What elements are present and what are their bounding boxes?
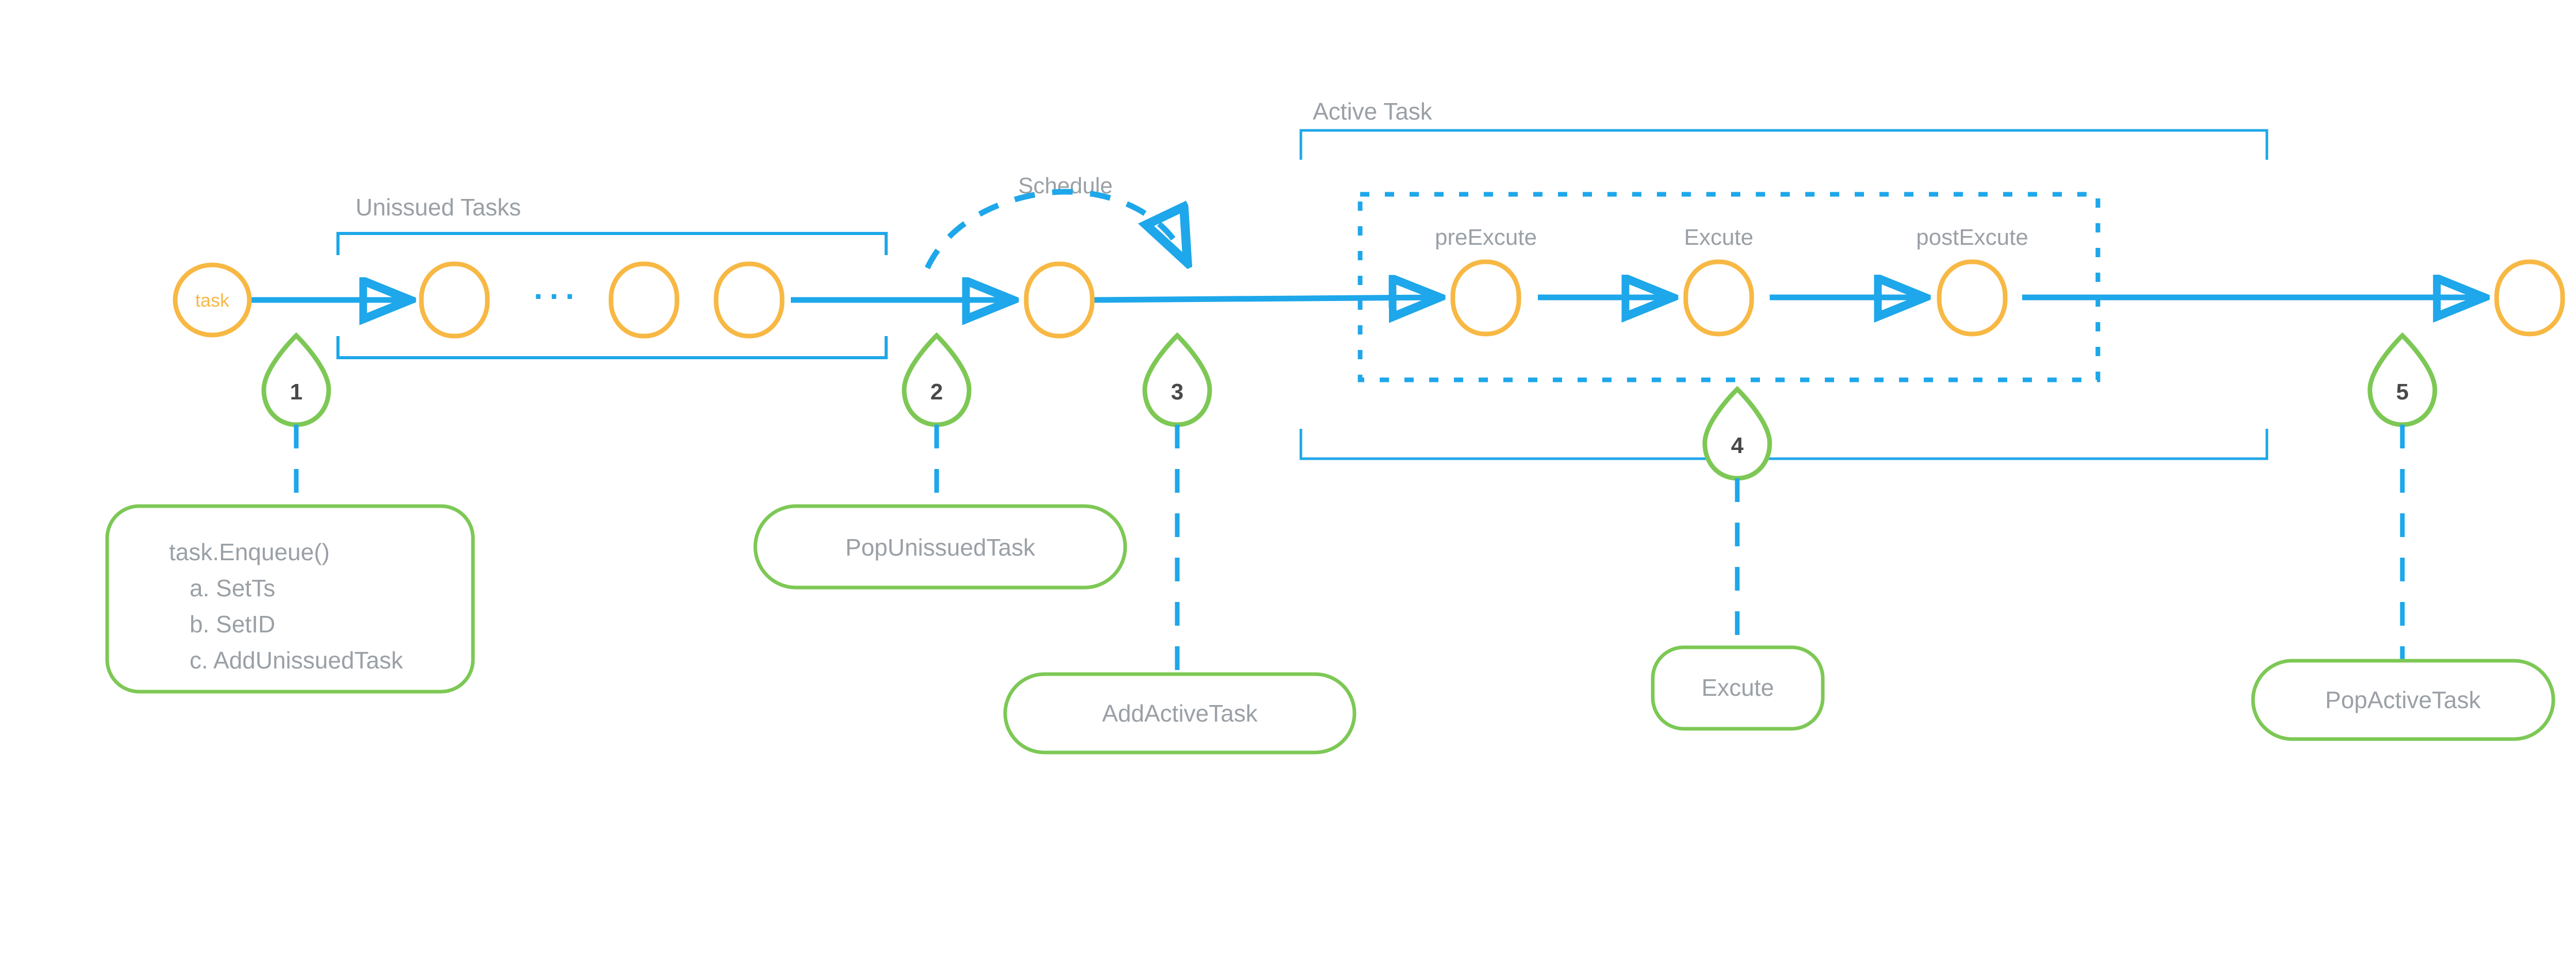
flow-nodes: task ··· [173, 259, 2565, 339]
arrow-scheduled-to-pre [1093, 297, 1436, 300]
main-flow-arrows [247, 297, 2481, 300]
stage-label-post-excute: postExcute [1916, 225, 2028, 250]
bracket-active-bottom [1299, 429, 2268, 460]
group-label-unissued-tasks: Unissued Tasks [355, 194, 521, 221]
node-queue-1 [419, 261, 490, 339]
node-task-label: task [195, 290, 230, 311]
callout-1-line-3: b. SetID [190, 611, 275, 638]
group-label-active-task: Active Task [1313, 98, 1433, 125]
callout-5[interactable]: PopActiveTask [2251, 659, 2555, 741]
node-queue-3 [714, 261, 785, 339]
callout-4[interactable]: Excute [1651, 645, 1825, 731]
bracket-active-top [1299, 129, 2268, 160]
callout-5-label: PopActiveTask [2325, 687, 2481, 713]
marker-2-number: 2 [930, 379, 943, 405]
node-pre-excute [1450, 259, 1521, 337]
marker-3[interactable]: 3 [1142, 332, 1212, 427]
callout-5-box [2251, 659, 2555, 741]
stage-label-excute: Excute [1684, 225, 1754, 250]
callout-1-line-1: task.Enqueue() [169, 539, 330, 565]
callout-2-label: PopUnissuedTask [845, 534, 1036, 561]
callout-3-label: AddActiveTask [1102, 700, 1258, 727]
callout-1-line-4: c. AddUnissuedTask [190, 647, 403, 674]
callout-3[interactable]: AddActiveTask [1003, 672, 1357, 755]
node-excute [1683, 259, 1754, 337]
callout-2[interactable]: PopUnissuedTask [753, 504, 1127, 590]
marker-5-number: 5 [2396, 379, 2409, 405]
stage-label-pre-excute: preExcute [1435, 225, 1537, 250]
node-done [2494, 259, 2565, 337]
marker-5[interactable]: 5 [2367, 332, 2437, 427]
callout-2-box [753, 504, 1127, 590]
bracket-unissued-bottom [336, 336, 888, 359]
group-unissued-tasks: Unissued Tasks [336, 194, 888, 359]
bracket-unissued-top [336, 232, 888, 255]
group-active-task: Active Task [1299, 98, 2268, 460]
excute-group-dotted-box [1358, 192, 2100, 382]
callout-1-line-2: a. SetTs [190, 575, 275, 601]
stage-labels: preExcute Excute postExcute [1435, 225, 2028, 250]
marker-4[interactable]: 4 [1702, 386, 1772, 481]
callout-3-box [1003, 672, 1357, 755]
node-task [173, 262, 252, 338]
node-scheduled [1024, 261, 1095, 339]
schedule-transition: Schedule [925, 173, 1185, 268]
schedule-dashed-arc [925, 189, 1185, 268]
callout-4-box [1651, 645, 1825, 731]
callout-1-box [105, 504, 475, 694]
marker-1-number: 1 [290, 379, 302, 405]
node-post-excute [1937, 259, 2008, 337]
queue-ellipsis-icon: ··· [534, 279, 581, 314]
marker-3-number: 3 [1171, 379, 1183, 405]
marker-1[interactable]: 1 [261, 332, 331, 427]
callout-1[interactable]: task.Enqueue() a. SetTs b. SetID c. AddU… [105, 504, 475, 694]
marker-4-number: 4 [1731, 433, 1744, 458]
step-markers: 1 2 3 4 5 [261, 332, 2437, 695]
callout-4-label: Excute [1702, 674, 1774, 701]
marker-2[interactable]: 2 [902, 332, 972, 427]
node-queue-2 [608, 261, 680, 339]
